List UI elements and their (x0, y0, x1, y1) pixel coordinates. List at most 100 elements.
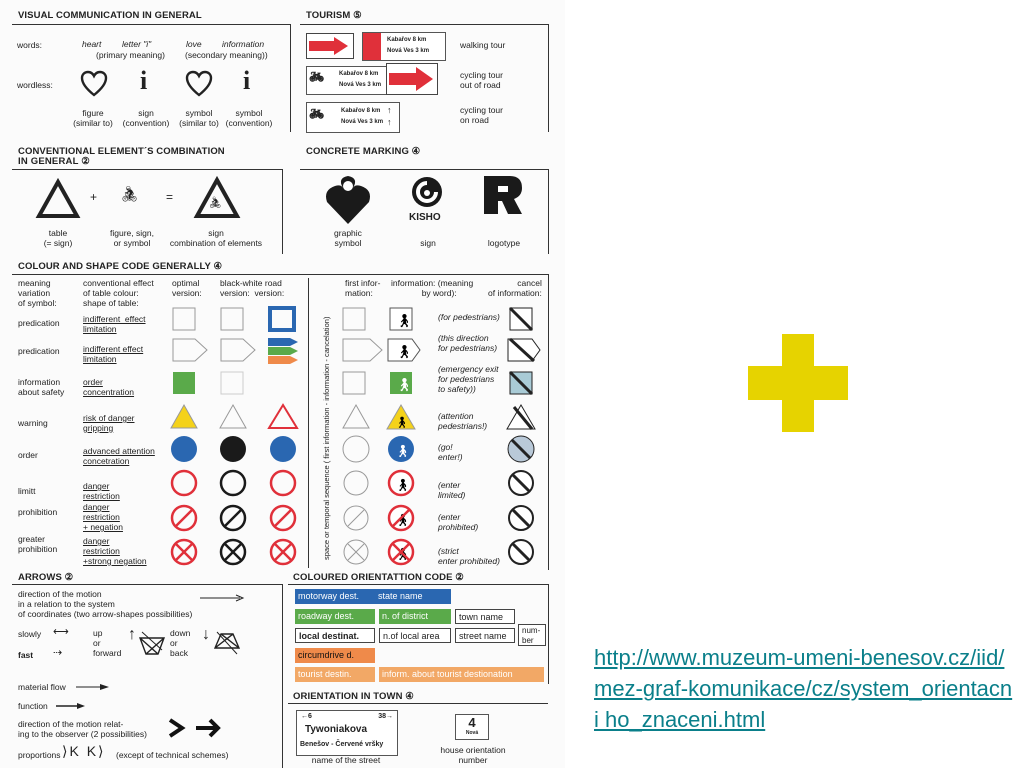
caption-symbol-2: symbol(convention) (225, 108, 273, 128)
word-letter-i: letter "i" (122, 39, 152, 49)
observer-arrows-icon (168, 718, 221, 738)
row-meaning-8: greater prohibition (18, 534, 58, 554)
combined-bicycle-icon: 🚴︎ (208, 197, 222, 209)
kisho-sign-icon (412, 177, 442, 207)
triangle-bicycle-icon (193, 175, 241, 218)
svg-text:🚶︎: 🚶︎ (395, 444, 410, 458)
visual-title: VISUAL COMMUNICATION IN GENERAL (18, 10, 202, 21)
concrete-title: CONCRETE MARKING ④ (306, 146, 421, 157)
row-note-6: (enter limited) (438, 480, 466, 500)
row-note-5: (go! enter!) (438, 442, 463, 462)
up-arrow-icon: ↑ (128, 626, 136, 643)
svg-text:🚶︎: 🚶︎ (396, 345, 413, 360)
kisho-label: KISHO (409, 212, 441, 223)
conventional-title-2: IN GENERAL ② (18, 156, 90, 167)
bicycle-figure-icon: 🚴︎ (120, 186, 140, 203)
local-area-tile: n.of local area (379, 628, 451, 643)
caption-graphic-symbol: graphic symbol (334, 228, 362, 248)
row-note-2: (this direction for pedestrians) (438, 333, 498, 353)
circumdrive-tile: circumdrive d. (295, 648, 375, 663)
colour-shapes-right-grid: 🚶︎ 🚶︎ 🚶︎ 🚶︎ 🚶︎ 🚶︎ 🚶︎ 🚶︎ (342, 306, 541, 566)
cycling-arrow-icon (386, 63, 438, 95)
conventional-title-1: CONVENTIONAL ELEMENT´S COMBINATION (18, 146, 225, 157)
material-flow-label: material flow (18, 682, 66, 692)
observer-text: direction of the motion relat- ing to th… (18, 719, 147, 739)
except-label: (except of technical schemes) (116, 750, 229, 760)
row-note-1: (for pedestrians) (438, 312, 500, 322)
header-optimal: optimal version: (172, 278, 202, 298)
tourist-destination-tile: tourist destin. (295, 667, 375, 682)
equals-sign: = (166, 190, 174, 204)
arrows-direction-text: direction of the motion in a relation to… (18, 589, 193, 619)
word-heart: heart (82, 39, 102, 49)
row-note-4: (attention pedestrians!) (438, 411, 488, 431)
svg-text:🚶︎: 🚶︎ (396, 378, 413, 393)
row-note-7: (enter prohibited) (438, 512, 479, 532)
word-love: love (186, 39, 202, 49)
down-label: down or back (170, 628, 191, 658)
row-effect-7: danger restriction + negation (83, 502, 123, 532)
row-effect-8: danger restriction +strong negation (83, 536, 147, 566)
wordless-label: wordless: (17, 80, 53, 90)
proportion-arrows-icon: ⟩K K⟩ (62, 743, 106, 759)
word-information: information (222, 39, 265, 49)
row-meaning-2: predication (18, 346, 60, 356)
down-arrow-icon: ↓ (202, 626, 210, 643)
up-label: up or forward (93, 628, 122, 658)
caption-sign: sign(convention) (122, 108, 170, 128)
orientation-town-title: ORIENTATION IN TOWN ④ (293, 691, 414, 702)
row-meaning-4: warning (18, 418, 48, 428)
row-meaning-7: prohibition (18, 507, 58, 517)
orientation-system-sheet: VISUAL COMMUNICATION IN GENERAL words: h… (12, 10, 549, 768)
house-number-caption: house orientation number (440, 745, 506, 765)
cycling-out-label: cycling tour out of road (460, 70, 503, 90)
header-bw: black-white road version: version: (220, 278, 285, 298)
logotype-r-icon (484, 176, 522, 214)
caption-figure: figure(similar to) (73, 108, 113, 128)
words-label: words: (17, 40, 43, 50)
slow-double-arrow-icon: ⟷ (53, 626, 69, 638)
walking-tour-sign: Kabařov 8 km Nová Ves 3 km (362, 32, 446, 61)
caption-figure-sign: figure, sign, or symbol (110, 228, 154, 248)
thin-arrow-right-icon (200, 594, 245, 602)
header-cancel: cancel of information: (488, 278, 542, 298)
down-back-box-icon (213, 631, 241, 655)
primary-meaning: (primary meaning) (96, 50, 165, 60)
caption-logotype: logotype (487, 238, 521, 248)
row-effect-6: danger restriction (83, 481, 120, 501)
up-forward-box-icon (138, 631, 166, 655)
source-link[interactable]: http://www.muzeum-umeni-benesov.cz/iid/m… (594, 645, 1013, 732)
street-name-sign: ←6 38→ Tywoniakova Benešov - Červené vrš… (296, 710, 398, 756)
row-meaning-3: information about safety (18, 377, 65, 397)
row-effect-5: advanced attention concetration (83, 446, 155, 466)
row-meaning-6: limitt (18, 486, 36, 496)
local-destination-tile: local destinat. (295, 628, 375, 643)
walking-tour-label: walking tour (460, 40, 506, 50)
row-note-3: (emergency exit for pedestrians to safet… (438, 364, 499, 394)
caption-table: table (= sign) (43, 228, 73, 248)
motorway-dest-tile: motorway dest. (295, 589, 375, 604)
arrows-title: ARROWS ② (18, 572, 74, 583)
town-name-tile: town name (455, 609, 515, 624)
header-info: information: (meaning by word): (391, 278, 474, 298)
street-sign-caption: name of the street (311, 755, 381, 765)
district-tile: n. of district (379, 609, 451, 624)
cycling-out-sign: 🚲︎ Kabařov 8 km Nová Ves 3 km (306, 66, 390, 95)
tourist-inform-tile: inform. about tourist destionation (379, 667, 544, 682)
info-symbol-i-icon: i (243, 66, 251, 95)
walking-arrow-icon (306, 33, 354, 59)
fast-arrow-icon: ⇢ (53, 647, 63, 659)
row-meaning-5: order (18, 450, 38, 460)
svg-text:🚶︎: 🚶︎ (396, 314, 413, 329)
function-arrow-icon (56, 703, 85, 709)
heart-symbol-icon (185, 70, 213, 97)
header-effect: conventional effect of table colour: sha… (83, 278, 154, 308)
graphic-symbol-icon (326, 176, 370, 224)
colour-shapes-left-grid (170, 306, 299, 566)
number-tile: num- ber (518, 624, 546, 646)
row-note-8: (strict enter prohibited) (438, 546, 500, 566)
row-effect-4: risk of danger gripping (83, 413, 135, 433)
plus-sign: + (90, 190, 98, 204)
triangle-table-icon (35, 177, 81, 218)
cycling-road-label: cycling tour on road (460, 105, 503, 125)
